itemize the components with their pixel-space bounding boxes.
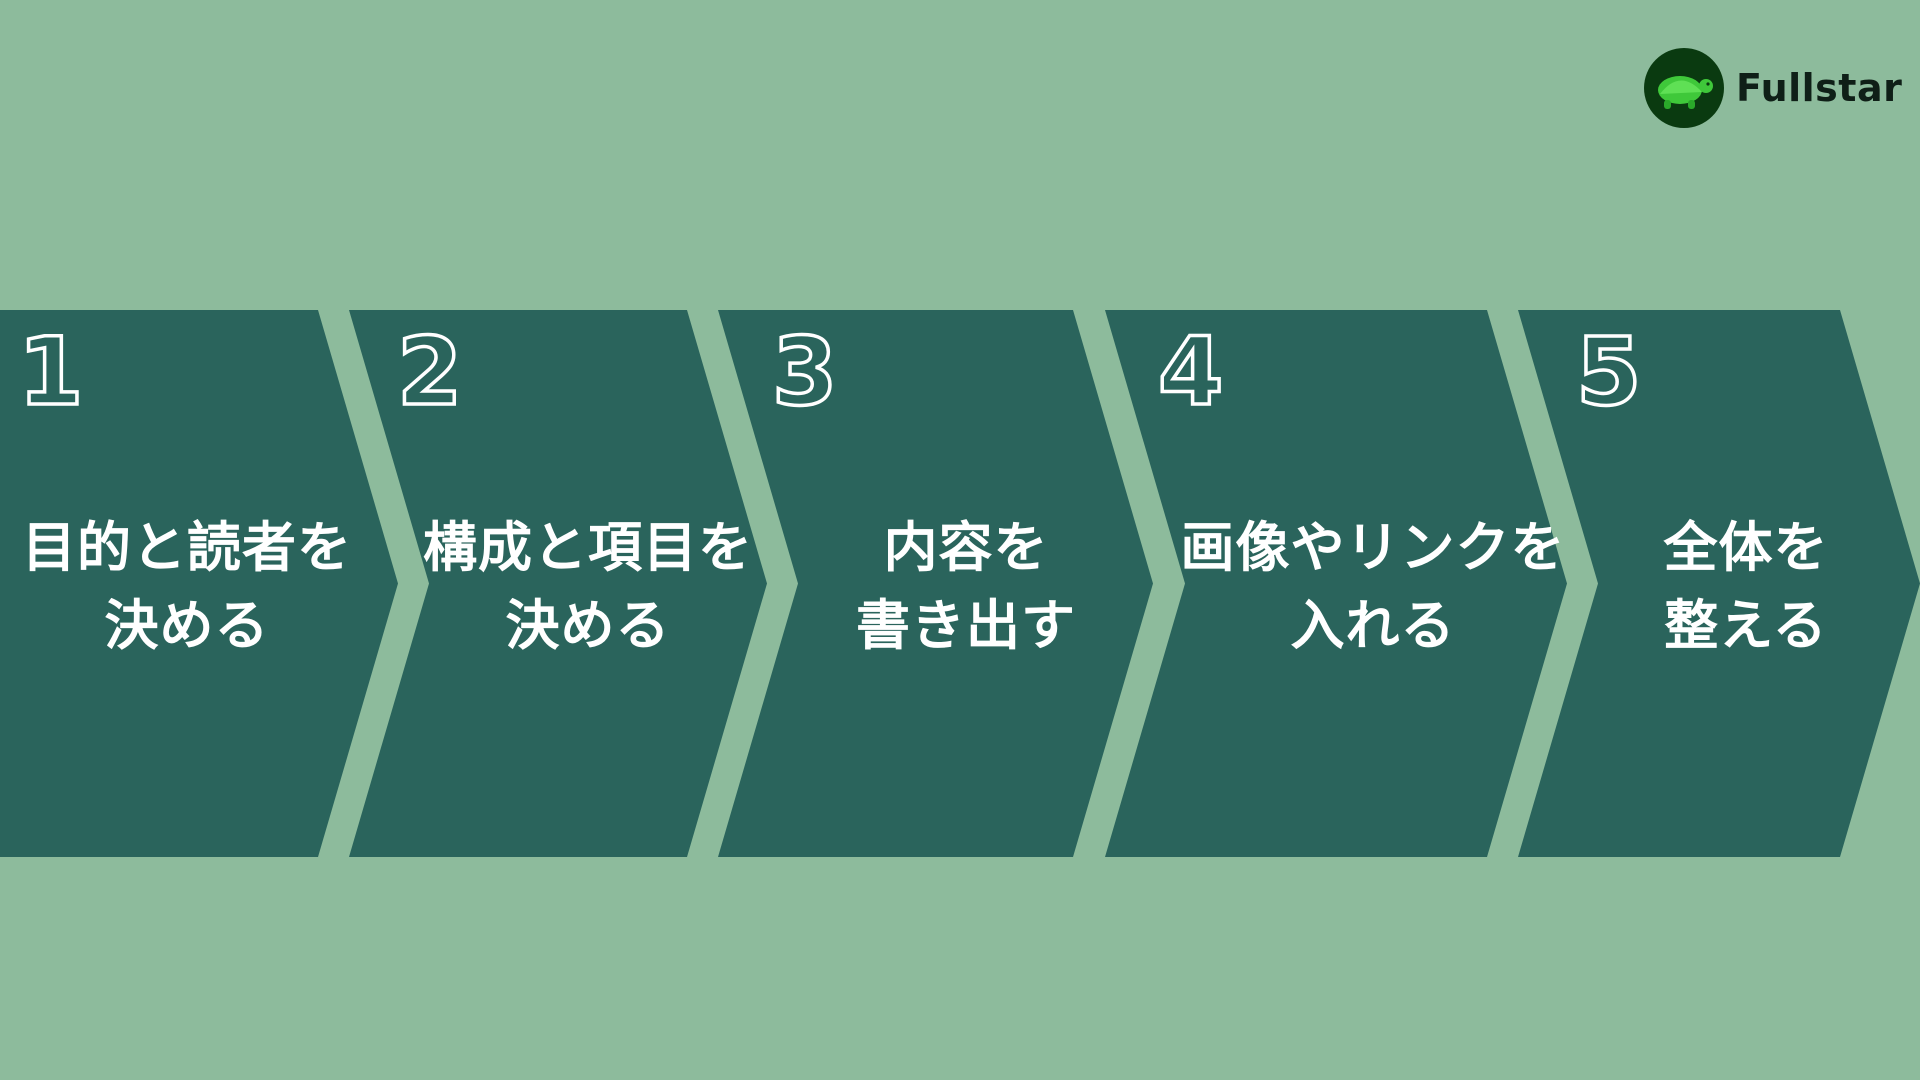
step-number: 5 [1576,318,1641,427]
step-label-line: 構成と項目を [423,516,753,579]
brand-name: Fullstar [1736,66,1903,110]
step-label-line: 整える [1664,594,1827,657]
step-label-line: 入れる [1291,594,1456,657]
steps-group: 1目的と読者を決める2構成と項目を決める3内容を書き出す4画像やリンクを入れる5… [0,310,1920,857]
turtle-icon [1644,48,1724,128]
step-chevron [349,310,767,857]
step-label-line: 決める [506,594,671,657]
step-label-line: 画像やリンクを [1181,516,1566,579]
step-label-line: 決める [105,594,270,657]
step-label-line: 内容を [884,516,1049,579]
step-number: 4 [1158,318,1223,427]
step-label-line: 書き出す [856,594,1076,657]
step-label-line: 目的と読者を [22,516,352,579]
step-number: 2 [397,318,462,427]
step-chevron [718,310,1153,857]
step-chevron [1518,310,1920,857]
step-chevron [1105,310,1567,857]
step-number: 1 [18,318,83,427]
step-chevron [0,310,398,857]
brand-logo: Fullstar [1644,48,1902,128]
step-label-line: 全体を [1663,516,1829,579]
step-number: 3 [772,318,837,427]
